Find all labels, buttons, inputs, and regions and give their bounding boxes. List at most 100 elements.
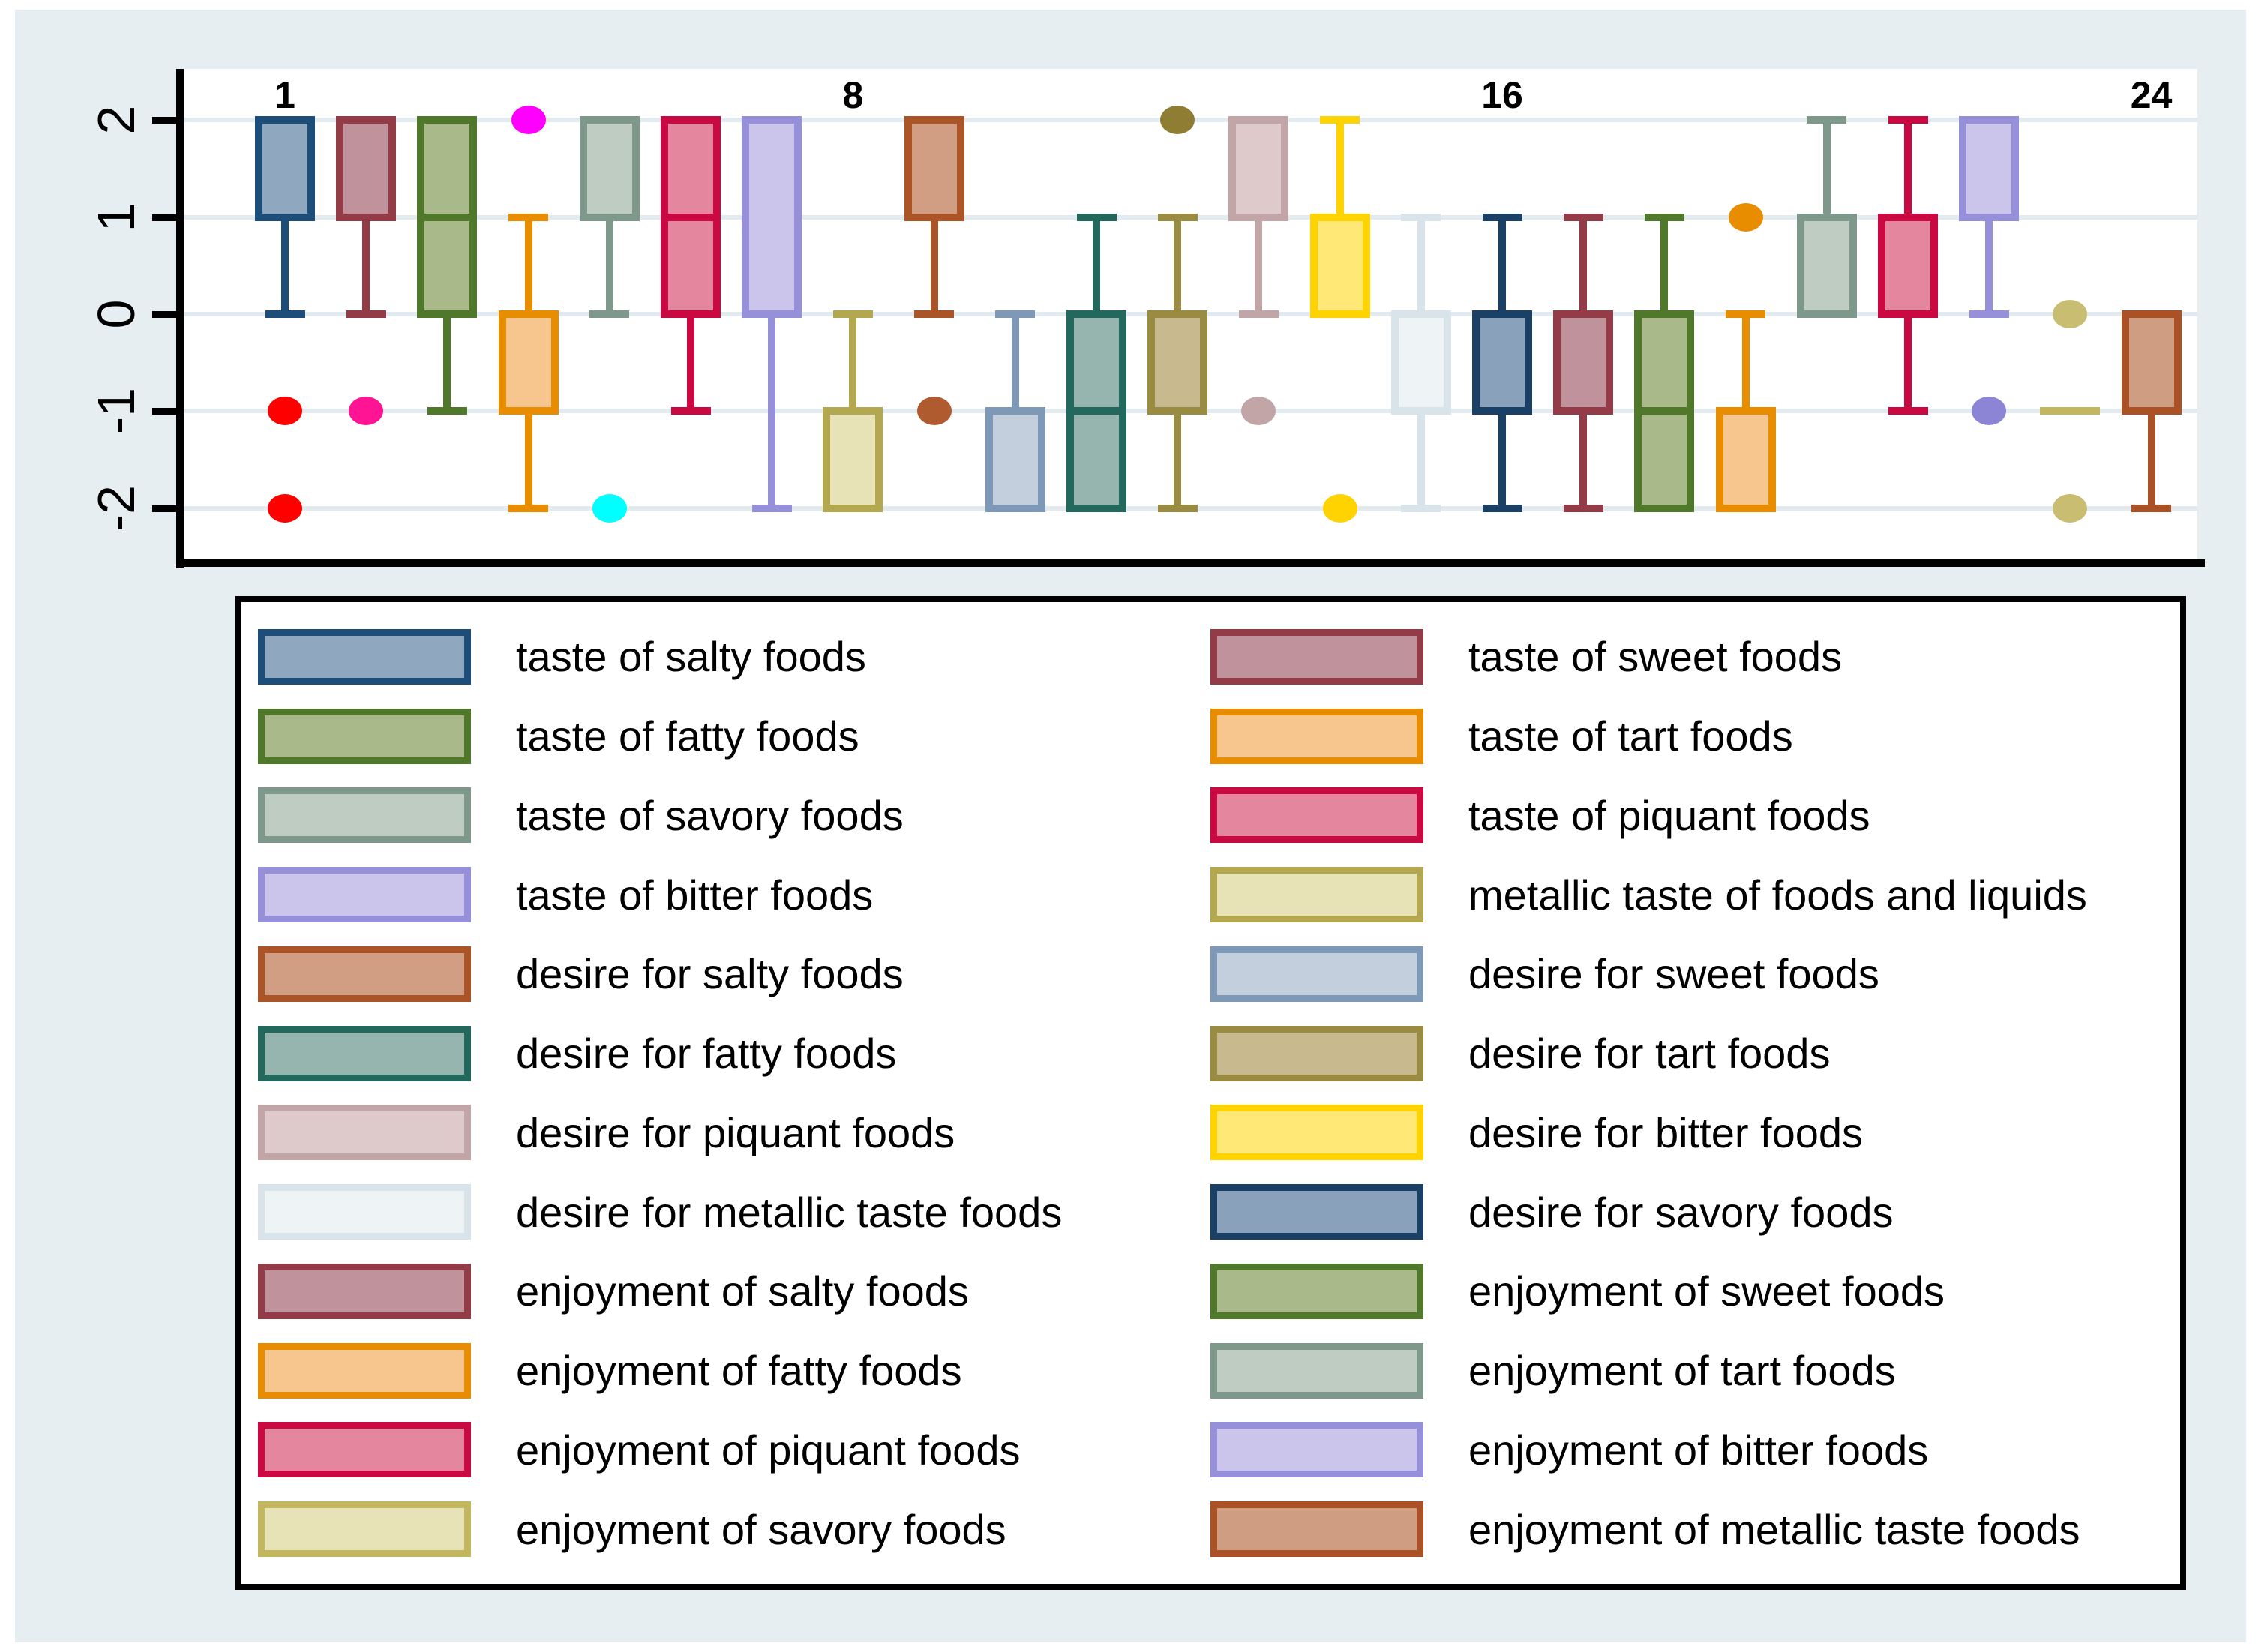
- box-whisker: [1660, 217, 1669, 314]
- legend-item: enjoyment of salty foods: [258, 1252, 1210, 1331]
- box-whisker-cap: [427, 407, 467, 415]
- box-median: [661, 213, 721, 221]
- legend-item: taste of bitter foods: [258, 855, 1210, 934]
- box-whisker: [1822, 120, 1831, 217]
- box-whisker-cap: [1157, 504, 1198, 512]
- legend-item-label: desire for metallic taste foods: [516, 1188, 1063, 1236]
- outlier-dot: [1241, 397, 1276, 426]
- legend-item: taste of piquant foods: [1210, 776, 2173, 856]
- box-rect: [823, 407, 883, 512]
- x-axis-line: [176, 559, 2205, 567]
- y-axis-label: -1: [87, 388, 145, 435]
- box-rect: [1228, 116, 1289, 221]
- legend-swatch: [1210, 1501, 1423, 1558]
- legend-item-label: enjoyment of fatty foods: [516, 1347, 962, 1395]
- y-axis-line: [176, 69, 184, 568]
- legend-item: desire for piquant foods: [258, 1093, 1210, 1173]
- box-whisker: [524, 411, 532, 508]
- box-whisker: [930, 217, 938, 314]
- box-whisker-cap: [1969, 310, 2009, 318]
- box-rect: [1796, 213, 1857, 318]
- box-rect: [336, 116, 397, 221]
- legend-item: taste of savory foods: [258, 776, 1210, 856]
- box-rect: [255, 116, 315, 221]
- box-whisker-cap: [1157, 213, 1198, 221]
- legend-swatch: [1210, 1025, 1423, 1081]
- box-median: [1066, 407, 1126, 415]
- box-rect: [1390, 310, 1451, 415]
- legend-item-label: desire for piquant foods: [516, 1108, 955, 1156]
- outlier-dot: [268, 397, 302, 426]
- box-whisker: [1417, 217, 1425, 314]
- box-whisker: [1174, 217, 1182, 314]
- box-whisker: [1093, 217, 1100, 314]
- legend-item: desire for fatty foods: [258, 1014, 1210, 1093]
- box-whisker: [1741, 314, 1750, 412]
- box-whisker-cap: [1401, 213, 1441, 221]
- legend-item: desire for salty foods: [258, 934, 1210, 1014]
- outlier-dot: [592, 493, 627, 523]
- legend-swatch: [258, 946, 471, 1002]
- box-whisker-cap: [1482, 504, 1522, 512]
- legend-swatch: [1210, 1263, 1423, 1319]
- legend-item-label: desire for sweet foods: [1468, 950, 1879, 998]
- legend-item: enjoyment of piquant foods: [258, 1411, 1210, 1490]
- legend-item: desire for metallic taste foods: [258, 1172, 1210, 1252]
- box-rect: [1878, 213, 1938, 318]
- legend-swatch: [1210, 708, 1423, 764]
- legend-item: enjoyment of savory foods: [258, 1489, 1210, 1569]
- box-median-only: [2040, 407, 2101, 415]
- outlier-dot: [1972, 397, 2007, 426]
- box-rect: [1309, 213, 1370, 318]
- legend-swatch: [258, 628, 471, 685]
- legend-item-label: taste of salty foods: [516, 633, 866, 681]
- legend-item-label: enjoyment of bitter foods: [1468, 1426, 1929, 1474]
- y-axis-tick: [152, 311, 176, 318]
- box-whisker-cap: [914, 310, 955, 318]
- legend-item-label: enjoyment of piquant foods: [516, 1426, 1021, 1474]
- legend-item-label: taste of bitter foods: [516, 871, 874, 919]
- box-whisker-cap: [670, 407, 711, 415]
- box-rect: [1472, 310, 1532, 415]
- y-axis-tick: [152, 505, 176, 512]
- legend-swatch: [1210, 867, 1423, 923]
- legend-swatch: [258, 1105, 471, 1161]
- box-rect: [579, 116, 640, 221]
- box-whisker: [281, 217, 289, 314]
- box-whisker: [443, 314, 451, 412]
- legend-item-label: desire for fatty foods: [516, 1030, 897, 1078]
- y-axis-tick: [152, 117, 176, 124]
- legend-item-label: enjoyment of savory foods: [516, 1505, 1006, 1553]
- outlier-dot: [268, 493, 302, 523]
- legend-item-label: taste of savory foods: [516, 791, 904, 839]
- legend-item: desire for savory foods: [1210, 1172, 2173, 1252]
- y-axis-tick: [152, 408, 176, 415]
- box-whisker-cap: [1482, 213, 1522, 221]
- y-axis-tick: [152, 214, 176, 221]
- legend-item: enjoyment of metallic taste foods: [1210, 1489, 2173, 1569]
- legend-swatch: [258, 1184, 471, 1240]
- legend-item-label: desire for salty foods: [516, 950, 904, 998]
- legend-swatch: [1210, 946, 1423, 1002]
- legend-swatch: [258, 1025, 471, 1081]
- box-whisker-cap: [508, 213, 549, 221]
- legend-swatch: [1210, 628, 1423, 685]
- box-whisker: [362, 217, 370, 314]
- box-whisker-cap: [1644, 213, 1684, 221]
- legend-item-label: taste of piquant foods: [1468, 791, 1870, 839]
- legend-swatch: [258, 708, 471, 764]
- outlier-dot: [1728, 202, 1763, 232]
- box-whisker: [1174, 411, 1182, 508]
- legend-item: desire for bitter foods: [1210, 1093, 2173, 1173]
- legend-item: enjoyment of tart foods: [1210, 1331, 2173, 1411]
- box-rect: [904, 116, 964, 221]
- legend-item-label: enjoyment of sweet foods: [1468, 1267, 1945, 1315]
- outlier-dot: [511, 106, 546, 135]
- box-whisker-cap: [1888, 116, 1928, 124]
- box-whisker-cap: [832, 310, 873, 318]
- box-whisker: [1498, 217, 1506, 314]
- legend-item-label: enjoyment of metallic taste foods: [1468, 1505, 2080, 1553]
- y-axis-label: 0: [87, 299, 145, 329]
- box-whisker-cap: [995, 310, 1036, 318]
